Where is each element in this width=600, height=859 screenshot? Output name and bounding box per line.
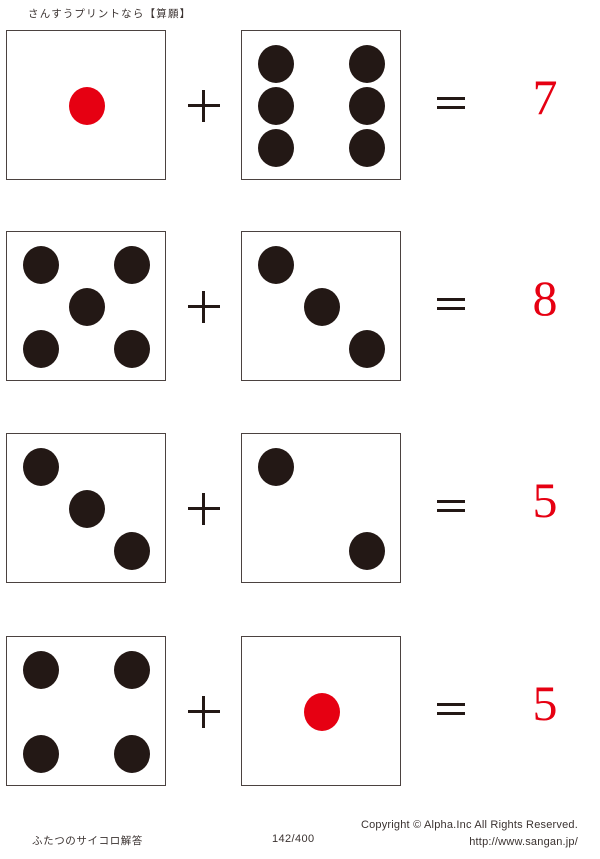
die-left [6, 231, 166, 381]
die-pip [23, 651, 59, 689]
problem-row: 7 [0, 30, 600, 182]
plus-icon [188, 291, 220, 323]
die-pip [23, 735, 59, 773]
problem-row: 8 [0, 231, 600, 383]
die-pip [258, 87, 294, 125]
footer-copyright: Copyright © Alpha.Inc All Rights Reserve… [360, 819, 578, 831]
die-right [241, 30, 401, 180]
die-left [6, 636, 166, 786]
answer-value: 7 [532, 69, 558, 125]
answer-value: 5 [532, 472, 558, 528]
die-pip [349, 330, 385, 368]
die-pip [258, 129, 294, 167]
answer-value: 8 [532, 270, 558, 326]
equals-icon [437, 94, 465, 112]
die-pip [304, 693, 340, 731]
die-pip [114, 651, 150, 689]
die-left [6, 433, 166, 583]
die-pip [114, 532, 150, 570]
die-pip [258, 246, 294, 284]
problem-row: 5 [0, 636, 600, 788]
die-pip [69, 490, 105, 528]
footer-url-link[interactable]: http://www.sangan.jp/ [469, 836, 578, 848]
die-right [241, 231, 401, 381]
die-pip [114, 330, 150, 368]
die-right [241, 433, 401, 583]
equals-icon [437, 295, 465, 313]
die-pip [258, 45, 294, 83]
die-pip [23, 246, 59, 284]
die-right [241, 636, 401, 786]
die-pip [69, 288, 105, 326]
die-pip [114, 246, 150, 284]
answer-value: 5 [532, 675, 558, 731]
die-pip [258, 448, 294, 486]
page-header-title: さんすうプリントなら【算願】 [28, 8, 192, 20]
footer-page-number: 142/400 [272, 833, 315, 845]
die-pip [304, 288, 340, 326]
die-pip [349, 532, 385, 570]
equals-icon [437, 497, 465, 515]
die-pip [69, 87, 105, 125]
footer-sheet-title: ふたつのサイコロ解答 [32, 835, 143, 847]
die-left [6, 30, 166, 180]
plus-icon [188, 493, 220, 525]
plus-icon [188, 90, 220, 122]
die-pip [349, 45, 385, 83]
die-pip [23, 448, 59, 486]
die-pip [349, 87, 385, 125]
problem-row: 5 [0, 433, 600, 585]
plus-icon [188, 696, 220, 728]
die-pip [114, 735, 150, 773]
equals-icon [437, 700, 465, 718]
die-pip [349, 129, 385, 167]
die-pip [23, 330, 59, 368]
